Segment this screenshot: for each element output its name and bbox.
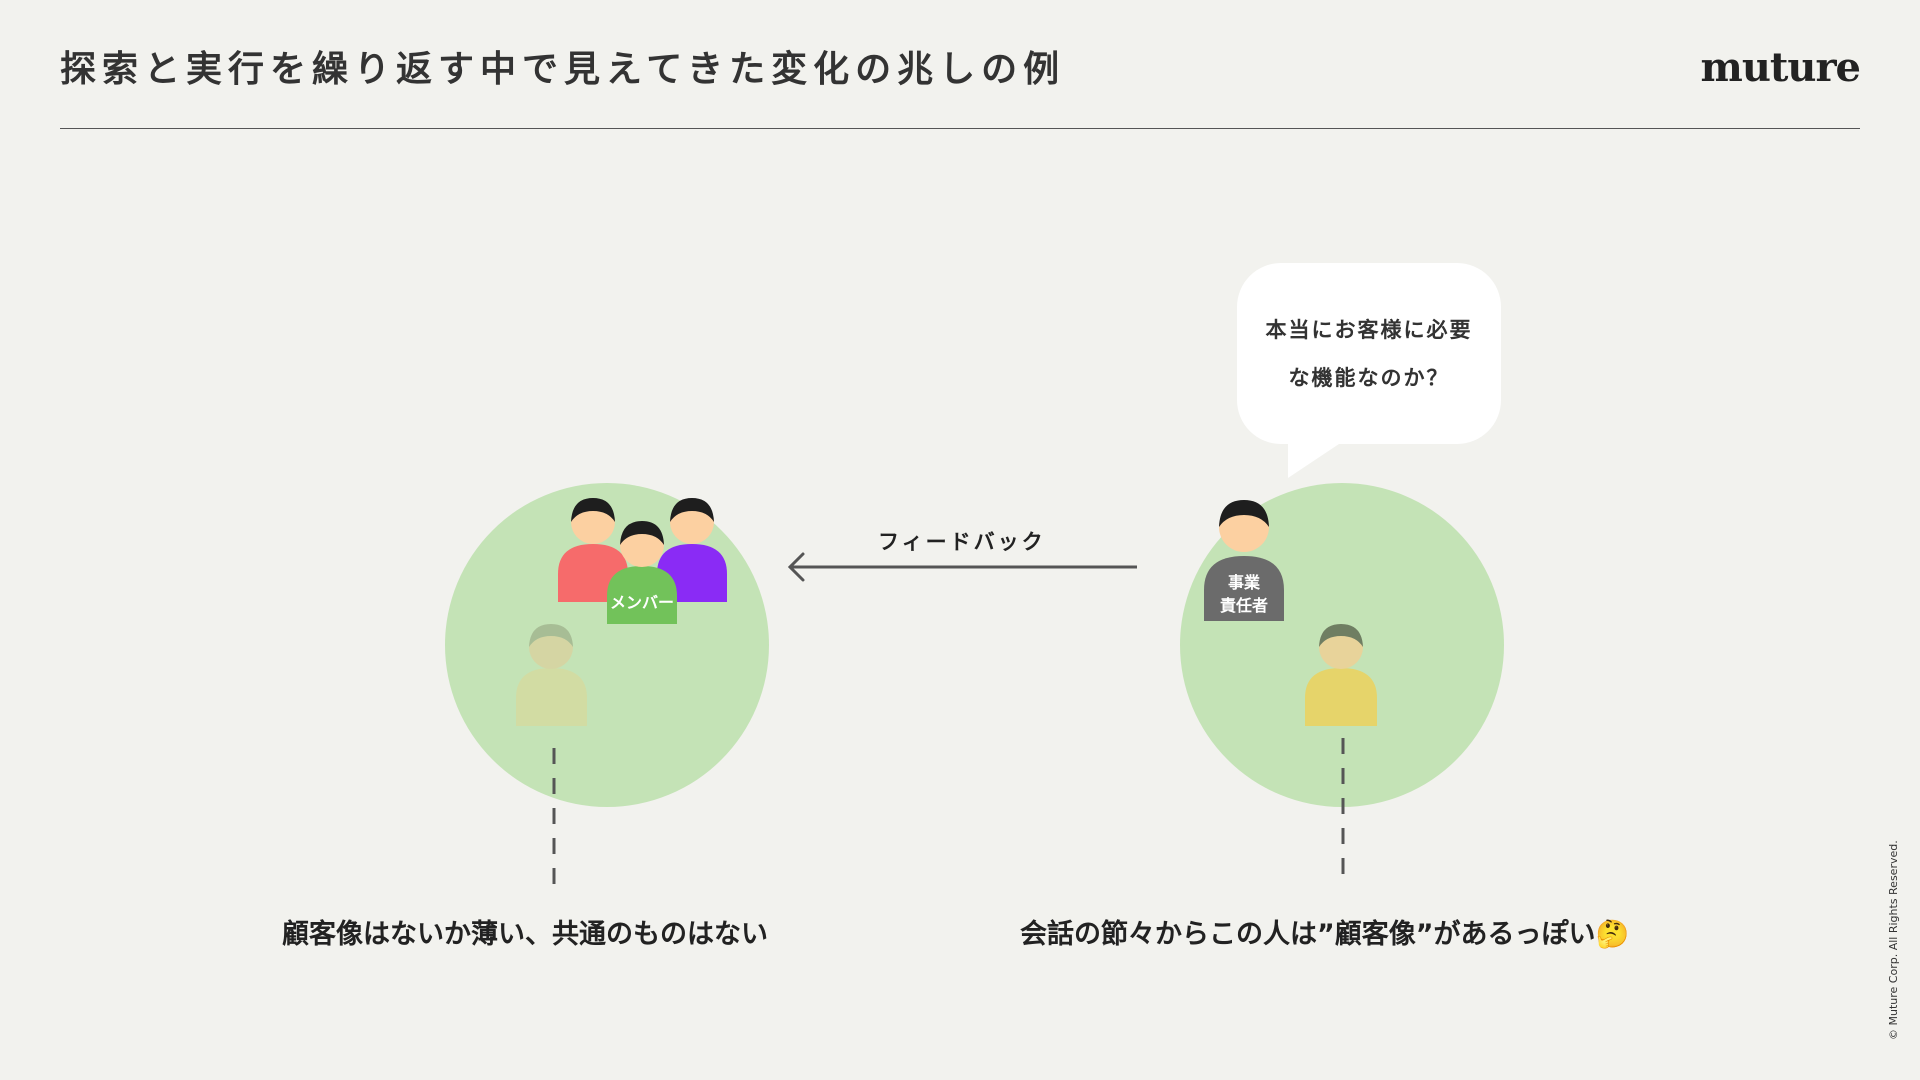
owner-label-line2: 責任者 — [1220, 596, 1268, 615]
speech-bubble-line2: な機能なのか？ — [1288, 365, 1450, 390]
owner-label-line1: 事業 — [1228, 573, 1261, 592]
speech-bubble-line1: 本当にお客様に必要 — [1265, 317, 1473, 342]
copyright-notice: © Muture Corp. All Rights Reserved. — [1887, 840, 1900, 1040]
slide-title: 探索と実行を繰り返す中で見えてきた変化の兆しの例 — [60, 49, 1066, 90]
faded-customer-figure — [516, 624, 587, 726]
feedback-arrow-head — [787, 552, 805, 582]
speech-bubble: 本当にお客様に必要 な機能なのか？ — [1237, 263, 1501, 444]
header-divider — [60, 128, 1860, 129]
left-caption: 顧客像はないか薄い、共通のものはない — [282, 919, 768, 950]
muture-logo: muture — [1700, 44, 1861, 91]
right-caption: 会話の節々からこの人は”顧客像”があるっぽい🤔 — [1020, 919, 1630, 950]
feedback-label: フィードバック — [878, 530, 1046, 554]
member-figure-green — [607, 521, 677, 624]
member-label: メンバー — [610, 593, 674, 612]
owner-figure — [1204, 500, 1284, 621]
customer-figure — [1305, 624, 1377, 726]
